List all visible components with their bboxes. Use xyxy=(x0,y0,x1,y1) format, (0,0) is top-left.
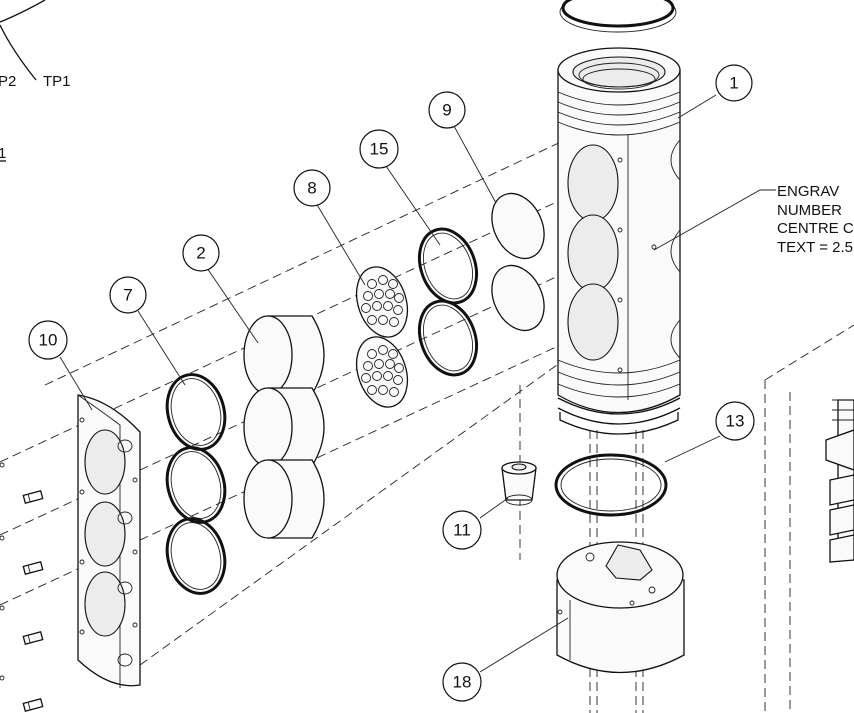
balloon-7: 7 xyxy=(109,276,147,314)
part-1-lower-seal-rings xyxy=(557,397,681,435)
engraving-note-line-3: CENTRE C xyxy=(777,220,854,237)
part-15-o-rings xyxy=(417,227,479,377)
part-9-window-discs xyxy=(491,192,545,332)
balloon-10-label: 10 xyxy=(39,331,58,350)
part-18-end-nut xyxy=(556,541,685,674)
engraving-note-line-1: ENGRAV xyxy=(777,183,839,200)
part-10-cover-plate xyxy=(77,394,141,688)
balloon-8-label: 8 xyxy=(307,179,316,198)
balloon-9-label: 9 xyxy=(442,101,451,120)
balloon-1-label: 1 xyxy=(729,74,738,93)
part-11-fitting xyxy=(501,461,537,506)
cropped-section-label: 1 xyxy=(0,145,6,162)
test-point-tp2-label: P2 xyxy=(0,73,16,90)
balloon-15-label: 15 xyxy=(370,140,389,159)
balloon-1: 1 xyxy=(715,64,753,102)
balloon-18-label: 18 xyxy=(453,673,472,692)
balloon-9: 9 xyxy=(428,91,466,129)
engraving-note-line-4: TEXT = 2.5 xyxy=(777,239,853,256)
part-7-o-rings xyxy=(165,373,227,595)
balloon-2-label: 2 xyxy=(196,244,205,263)
balloon-8: 8 xyxy=(293,169,331,207)
part-1-manifold-body xyxy=(557,47,681,414)
balloon-11-label: 11 xyxy=(453,521,471,540)
test-point-tp1-label: TP1 xyxy=(43,73,71,90)
balloon-2: 2 xyxy=(182,234,220,272)
balloon-11: 11 xyxy=(442,510,482,550)
engraving-note: ENGRAV NUMBER CENTRE C TEXT = 2.5 xyxy=(777,183,854,256)
balloon-15: 15 xyxy=(359,129,399,169)
balloon-13: 13 xyxy=(715,401,755,441)
right-fitting-fragment xyxy=(825,399,854,563)
part-2-cartridges xyxy=(243,315,325,539)
balloon-leader-lines xyxy=(59,94,776,673)
balloon-18: 18 xyxy=(442,662,482,702)
balloon-13-label: 13 xyxy=(726,412,745,431)
part-13-o-ring xyxy=(554,453,668,517)
balloon-7-label: 7 xyxy=(123,286,132,305)
balloon-10: 10 xyxy=(28,320,68,360)
cover-plate-screws xyxy=(0,462,44,712)
engraving-note-line-2: NUMBER xyxy=(777,202,842,219)
top-left-view-fragment: P2 TP1 1 xyxy=(0,0,71,162)
part-8-filter-plates xyxy=(355,266,409,408)
top-o-ring xyxy=(559,0,677,33)
